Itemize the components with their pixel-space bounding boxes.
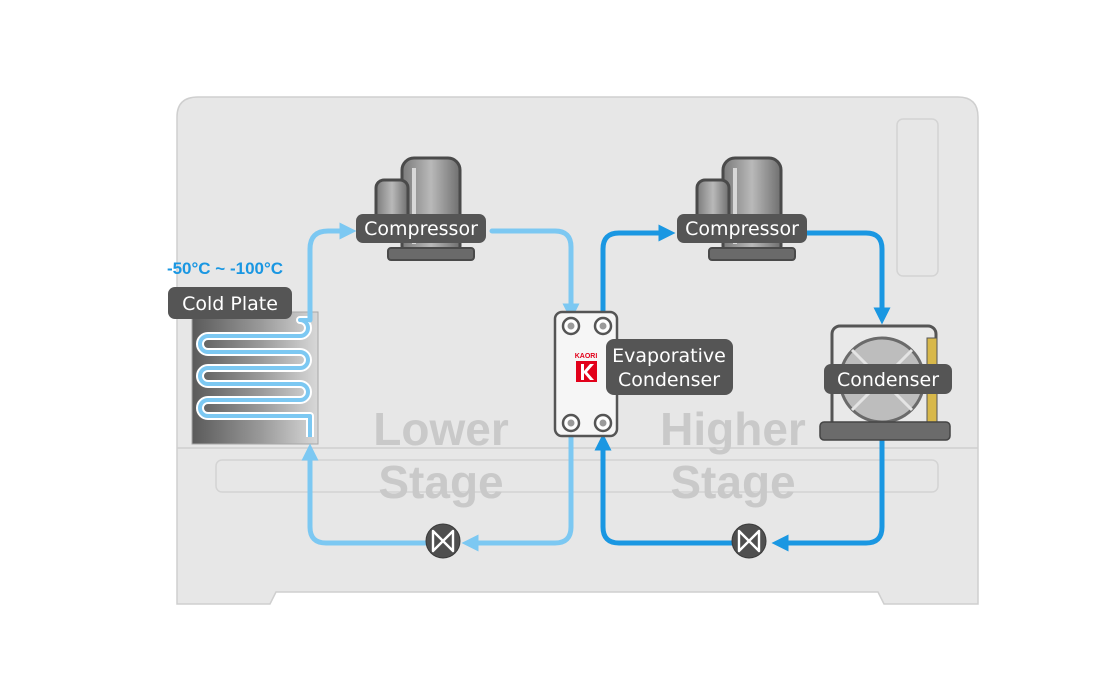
expansion-valve-icon-low xyxy=(425,523,461,559)
higher-stage-line1: Higher xyxy=(660,403,806,455)
cold-plate-tag: Cold Plate xyxy=(168,287,292,319)
higher-arrow-to-compressor xyxy=(600,224,676,315)
higher-stage-loop xyxy=(594,224,891,552)
evaporative-condenser-tag: Evaporative Condenser xyxy=(606,339,733,395)
higher-stage-label: Higher Stage xyxy=(660,403,806,508)
cold-plate xyxy=(191,311,319,445)
cold-plate-label: Cold Plate xyxy=(182,293,278,315)
condenser-label: Condenser xyxy=(837,369,939,391)
compressor-low-label: Compressor xyxy=(364,218,478,240)
higher-arrow-to-valve xyxy=(771,423,885,552)
temperature-range-label: -50°C ~ -100°C xyxy=(167,259,283,278)
cabinet-vent xyxy=(896,118,939,277)
evaporative-condenser-icon: KAORI xyxy=(553,310,619,438)
lower-stage-line2: Stage xyxy=(378,456,503,508)
higher-arrow-to-condenser xyxy=(803,230,891,325)
lower-stage-label: Lower Stage xyxy=(373,403,509,508)
lower-stage-line1: Lower xyxy=(373,403,509,455)
lower-arrow-to-cold-plate xyxy=(301,443,431,546)
cabinet-panel-slot xyxy=(215,459,939,493)
compressor-high-tag: Compressor xyxy=(677,214,807,243)
lower-arrow-to-compressor xyxy=(307,222,357,323)
kaori-logo-icon xyxy=(576,361,597,382)
kaori-logo-text: KAORI xyxy=(575,353,598,360)
condenser-tag: Condenser xyxy=(824,364,952,394)
compressor-low-tag: Compressor xyxy=(356,214,486,243)
expansion-valve-icon-high xyxy=(731,523,767,559)
evaporative-condenser-line2: Condenser xyxy=(618,369,720,391)
higher-stage-line2: Stage xyxy=(670,456,795,508)
evaporative-condenser-line1: Evaporative xyxy=(612,345,726,367)
lower-arrow-to-valve xyxy=(461,427,574,552)
higher-arrow-to-evap-condenser xyxy=(594,433,736,546)
lower-arrow-to-evap-condenser xyxy=(489,228,580,321)
lower-stage-loop xyxy=(301,222,580,552)
compressor-high-label: Compressor xyxy=(685,218,799,240)
